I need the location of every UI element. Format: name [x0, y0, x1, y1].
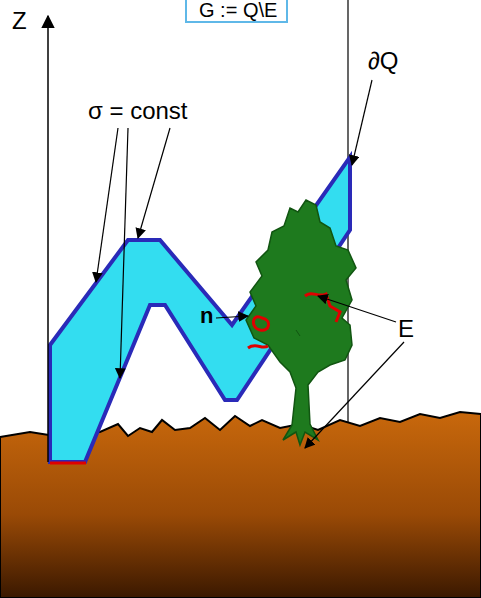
tree-detail	[296, 330, 300, 336]
leader-arrow	[96, 128, 118, 282]
red-boundary	[253, 317, 268, 331]
z-axis	[47, 16, 49, 462]
red-boundary	[248, 346, 268, 348]
formula-text: G := Q\E	[199, 0, 274, 22]
region-label: E	[398, 316, 414, 342]
normal-label: n	[200, 304, 213, 328]
leader-arrow	[352, 80, 372, 165]
formula-box: G := Q\E	[185, 0, 288, 23]
red-boundary	[50, 462, 86, 465]
tree	[246, 200, 356, 445]
annotation-label: σ = const	[88, 98, 188, 124]
leader-arrow	[305, 342, 404, 448]
leader-arrow	[120, 128, 128, 378]
leader-arrow	[318, 296, 396, 322]
axis-label: Z	[12, 8, 27, 34]
boundary-label: ∂Q	[368, 48, 399, 74]
leader-arrow	[138, 128, 170, 238]
normal-arrow	[216, 316, 248, 318]
